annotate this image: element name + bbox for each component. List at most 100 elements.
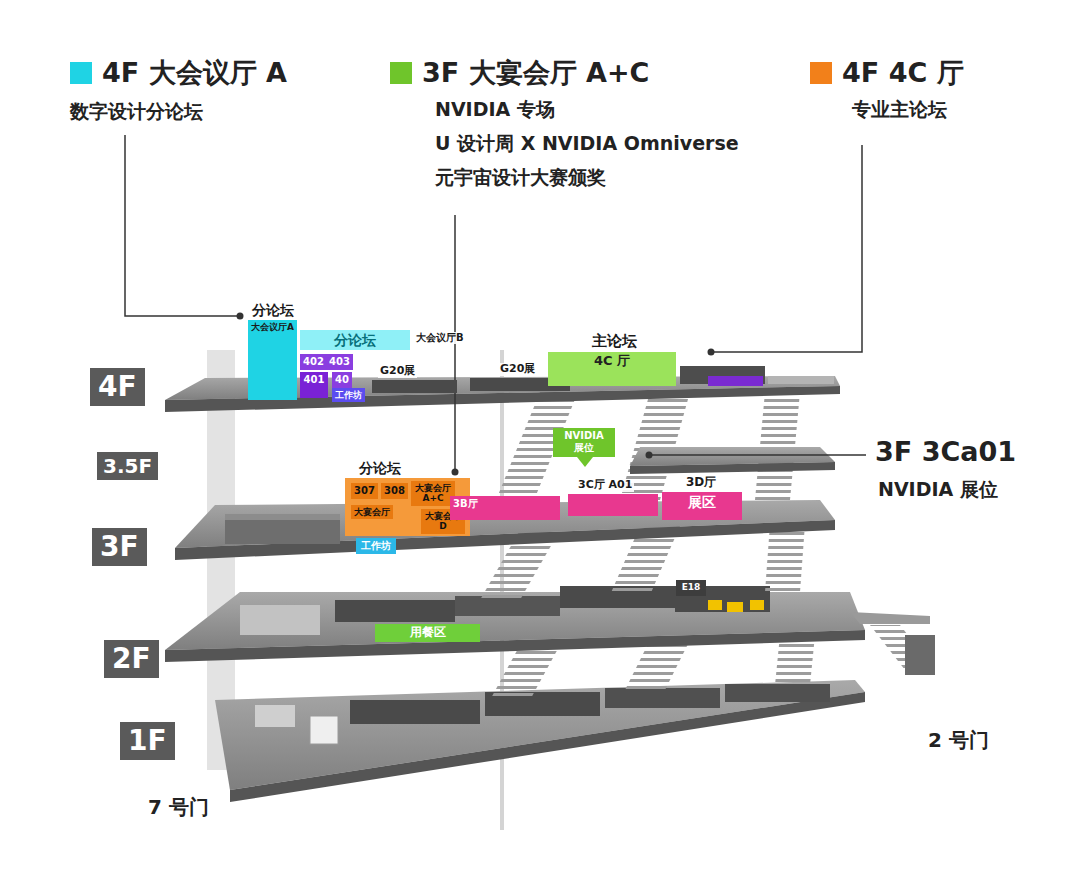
callout-subtitle: NVIDIA 专场 [435, 98, 555, 121]
floor-slab [215, 680, 865, 790]
leader-line [125, 135, 866, 470]
dining-block: 用餐区 [375, 624, 480, 642]
legend-heading: 4F 4C 厅 [842, 56, 964, 90]
room-block [725, 684, 830, 702]
node-text: 工作坊 [335, 390, 362, 400]
node-text: 大会议厅A [251, 322, 294, 332]
node-text: G20展 [498, 363, 537, 376]
room-block [255, 705, 295, 727]
booth-callout: NVIDIA 展位 [878, 478, 998, 501]
room-block [225, 514, 340, 544]
floor-slab [630, 447, 835, 474]
leader-line [652, 454, 866, 456]
room-block [750, 600, 764, 610]
node-text: 403 [329, 356, 350, 368]
callout-subtitle: 元宇宙设计大赛颁奖 [435, 166, 606, 189]
node-text: 3B厅 [453, 498, 557, 510]
leader-dot [708, 349, 715, 356]
staircase [905, 635, 935, 675]
room-block [310, 716, 338, 744]
callout-subtitle: 数字设计分论坛 [70, 100, 203, 123]
room-block [350, 700, 480, 724]
room-block [708, 600, 722, 610]
room-block: E18 [676, 580, 706, 596]
node-text: 3D厅 [684, 476, 718, 490]
floor-slab [165, 592, 930, 662]
callout-pointer [577, 457, 593, 467]
room-block [240, 605, 320, 635]
room-block [605, 688, 720, 708]
floor-label: 4F [90, 368, 145, 406]
main-hall-block: 主论坛4C 厅 [548, 352, 676, 386]
room-block: 大宴会厅 [351, 505, 393, 519]
callout-subtitle: 专业主论坛 [852, 98, 947, 121]
leader-dot [452, 469, 459, 476]
hall-block: 分论坛大会议厅A [248, 320, 297, 400]
room-block [255, 684, 830, 744]
room-block: 大宴会厅 A+C [411, 481, 455, 506]
room-block [727, 602, 743, 612]
floor-slab [230, 692, 865, 802]
node-text: 401 [303, 374, 325, 386]
booth-callout-box: NVIDIA 展位 [553, 428, 615, 457]
node-text: 分论坛 [357, 460, 403, 476]
node-text: 分论坛 [303, 332, 407, 348]
node-text: 307 [354, 485, 375, 497]
gate-label: 2 号门 [928, 728, 989, 752]
node-text: E18 [679, 582, 703, 592]
room-block [708, 376, 763, 386]
node-text: 402 [303, 356, 324, 368]
hall-block: 3B厅 [450, 496, 560, 520]
node-text: 工作坊 [359, 540, 393, 552]
legend-swatch [810, 62, 832, 84]
callout-pointer [577, 457, 593, 467]
booth-callout: 3F 3Ca01 [875, 436, 1016, 468]
staircase [765, 524, 805, 592]
room-block: 401 [300, 372, 328, 398]
floor-slab [630, 462, 835, 474]
staircase [490, 645, 560, 700]
node-text: 4C 厅 [551, 354, 673, 369]
legend-swatch [70, 62, 92, 84]
room-block: 40 [332, 372, 352, 388]
hall-block: 3D厅展区 [662, 492, 742, 520]
floor-slab [850, 612, 930, 624]
node-text: NVIDIA 展位 [556, 430, 612, 453]
leader-dot [646, 452, 653, 459]
node-text: 展区 [665, 494, 739, 510]
workshop-block: 工作坊 [332, 388, 365, 402]
node-text: 308 [384, 485, 405, 497]
node-text: G20展 [378, 365, 417, 378]
floor-label: 3F [92, 528, 147, 566]
legend-heading: 4F 大会议厅 A [102, 56, 287, 90]
staircase [625, 640, 690, 690]
room-block [225, 514, 340, 544]
legend-heading: 3F 大宴会厅 A+C [422, 56, 649, 90]
room-block: 307 [351, 483, 378, 499]
callout-subtitle: U 设计周 X NVIDIA Omniverse [435, 132, 739, 155]
room-block: 308 [381, 483, 408, 499]
floor-label: 3.5F [97, 452, 158, 480]
leader-dot [237, 313, 244, 320]
floor-label: 1F [120, 722, 175, 760]
exhibit-block: G20展 [372, 380, 457, 393]
node-text: 主论坛 [590, 333, 639, 350]
workshop-block: 工作坊 [356, 538, 396, 554]
room-block [225, 514, 340, 520]
gate-label: 7 号门 [148, 795, 209, 819]
staircase [755, 392, 800, 500]
node-text: 大宴会厅 A+C [414, 483, 452, 504]
node-text: 大宴会厅 [354, 507, 390, 517]
floor-label: 2F [104, 640, 159, 678]
leader-dot [237, 313, 715, 476]
node-text: 3C厅 A01 [576, 479, 634, 492]
floor-slab [215, 680, 865, 802]
node-text: 40 [335, 374, 349, 386]
room-block [335, 600, 455, 622]
room-block: 402 [300, 354, 327, 370]
room-block [680, 366, 834, 386]
node-text: 大会议厅B [414, 332, 466, 344]
leader-line [714, 145, 862, 352]
leader-line [125, 135, 238, 316]
